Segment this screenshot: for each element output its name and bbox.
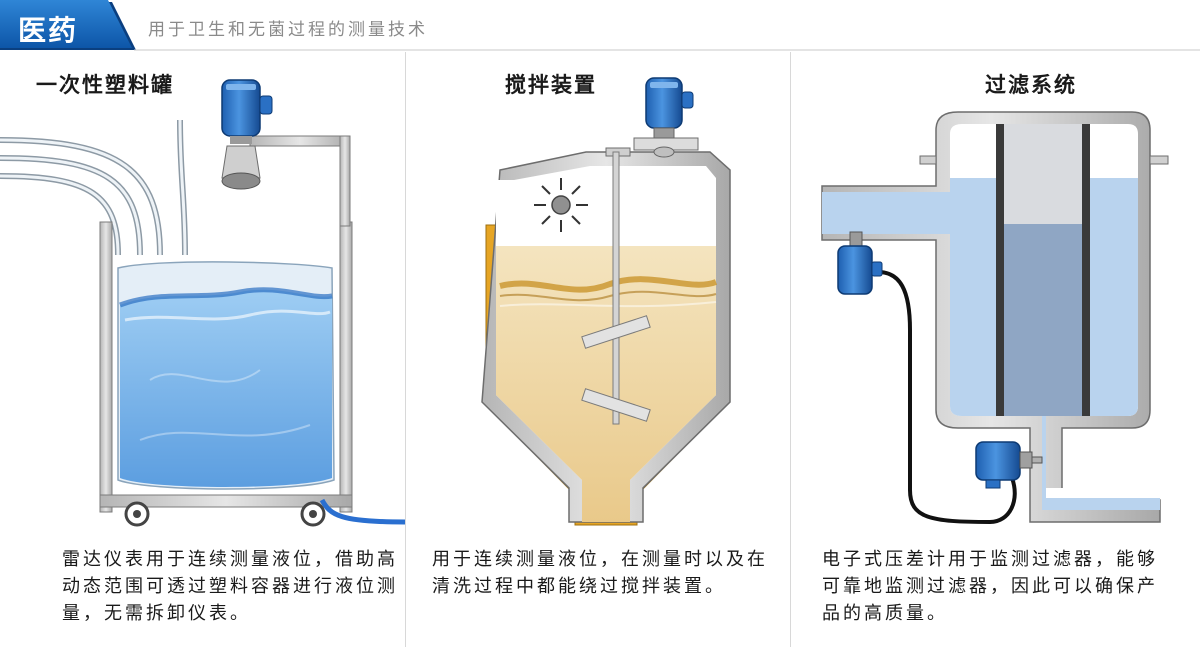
plastic-tank-icon	[99, 135, 406, 527]
panel-description-agitator: 用于连续测量液位，在测量时以及在清洗过程中都能绕过搅拌装置。	[432, 549, 768, 597]
pressure-transmitter-icon	[975, 441, 1043, 489]
panel-divider	[405, 52, 406, 647]
hose-icon	[0, 119, 188, 256]
agitator-vessel-icon	[481, 137, 731, 526]
filter-vessel-icon	[821, 111, 1169, 523]
header-banner: 医药 用于卫生和无菌过程的测量技术	[0, 0, 1200, 52]
header-background	[0, 0, 1200, 51]
header-subtitle: 用于卫生和无菌过程的测量技术	[148, 20, 428, 40]
cable-icon	[877, 270, 1017, 525]
header-title: 医药	[18, 14, 79, 47]
stirrer-icon	[581, 151, 651, 425]
pressure-transmitter-icon	[837, 231, 883, 295]
light-icon	[534, 178, 588, 232]
panel-description-plastic-tank: 雷达仪表用于连续测量液位，借助高动态范围可透过塑料容器进行液位测量，无需拆卸仪表…	[62, 549, 398, 624]
radar-level-transmitter-icon	[221, 79, 273, 190]
panel-title-agitator: 搅拌装置	[505, 73, 597, 97]
panel-title-plastic-tank: 一次性塑料罐	[36, 73, 174, 97]
panel-title-filter-system: 过滤系统	[985, 73, 1077, 97]
panel-divider	[790, 52, 791, 647]
radar-level-transmitter-icon	[645, 77, 694, 139]
panel-description-filter-system: 电子式压差计用于监测过滤器，能够可靠地监测过滤器，因此可以确保产品的高质量。	[822, 549, 1158, 624]
